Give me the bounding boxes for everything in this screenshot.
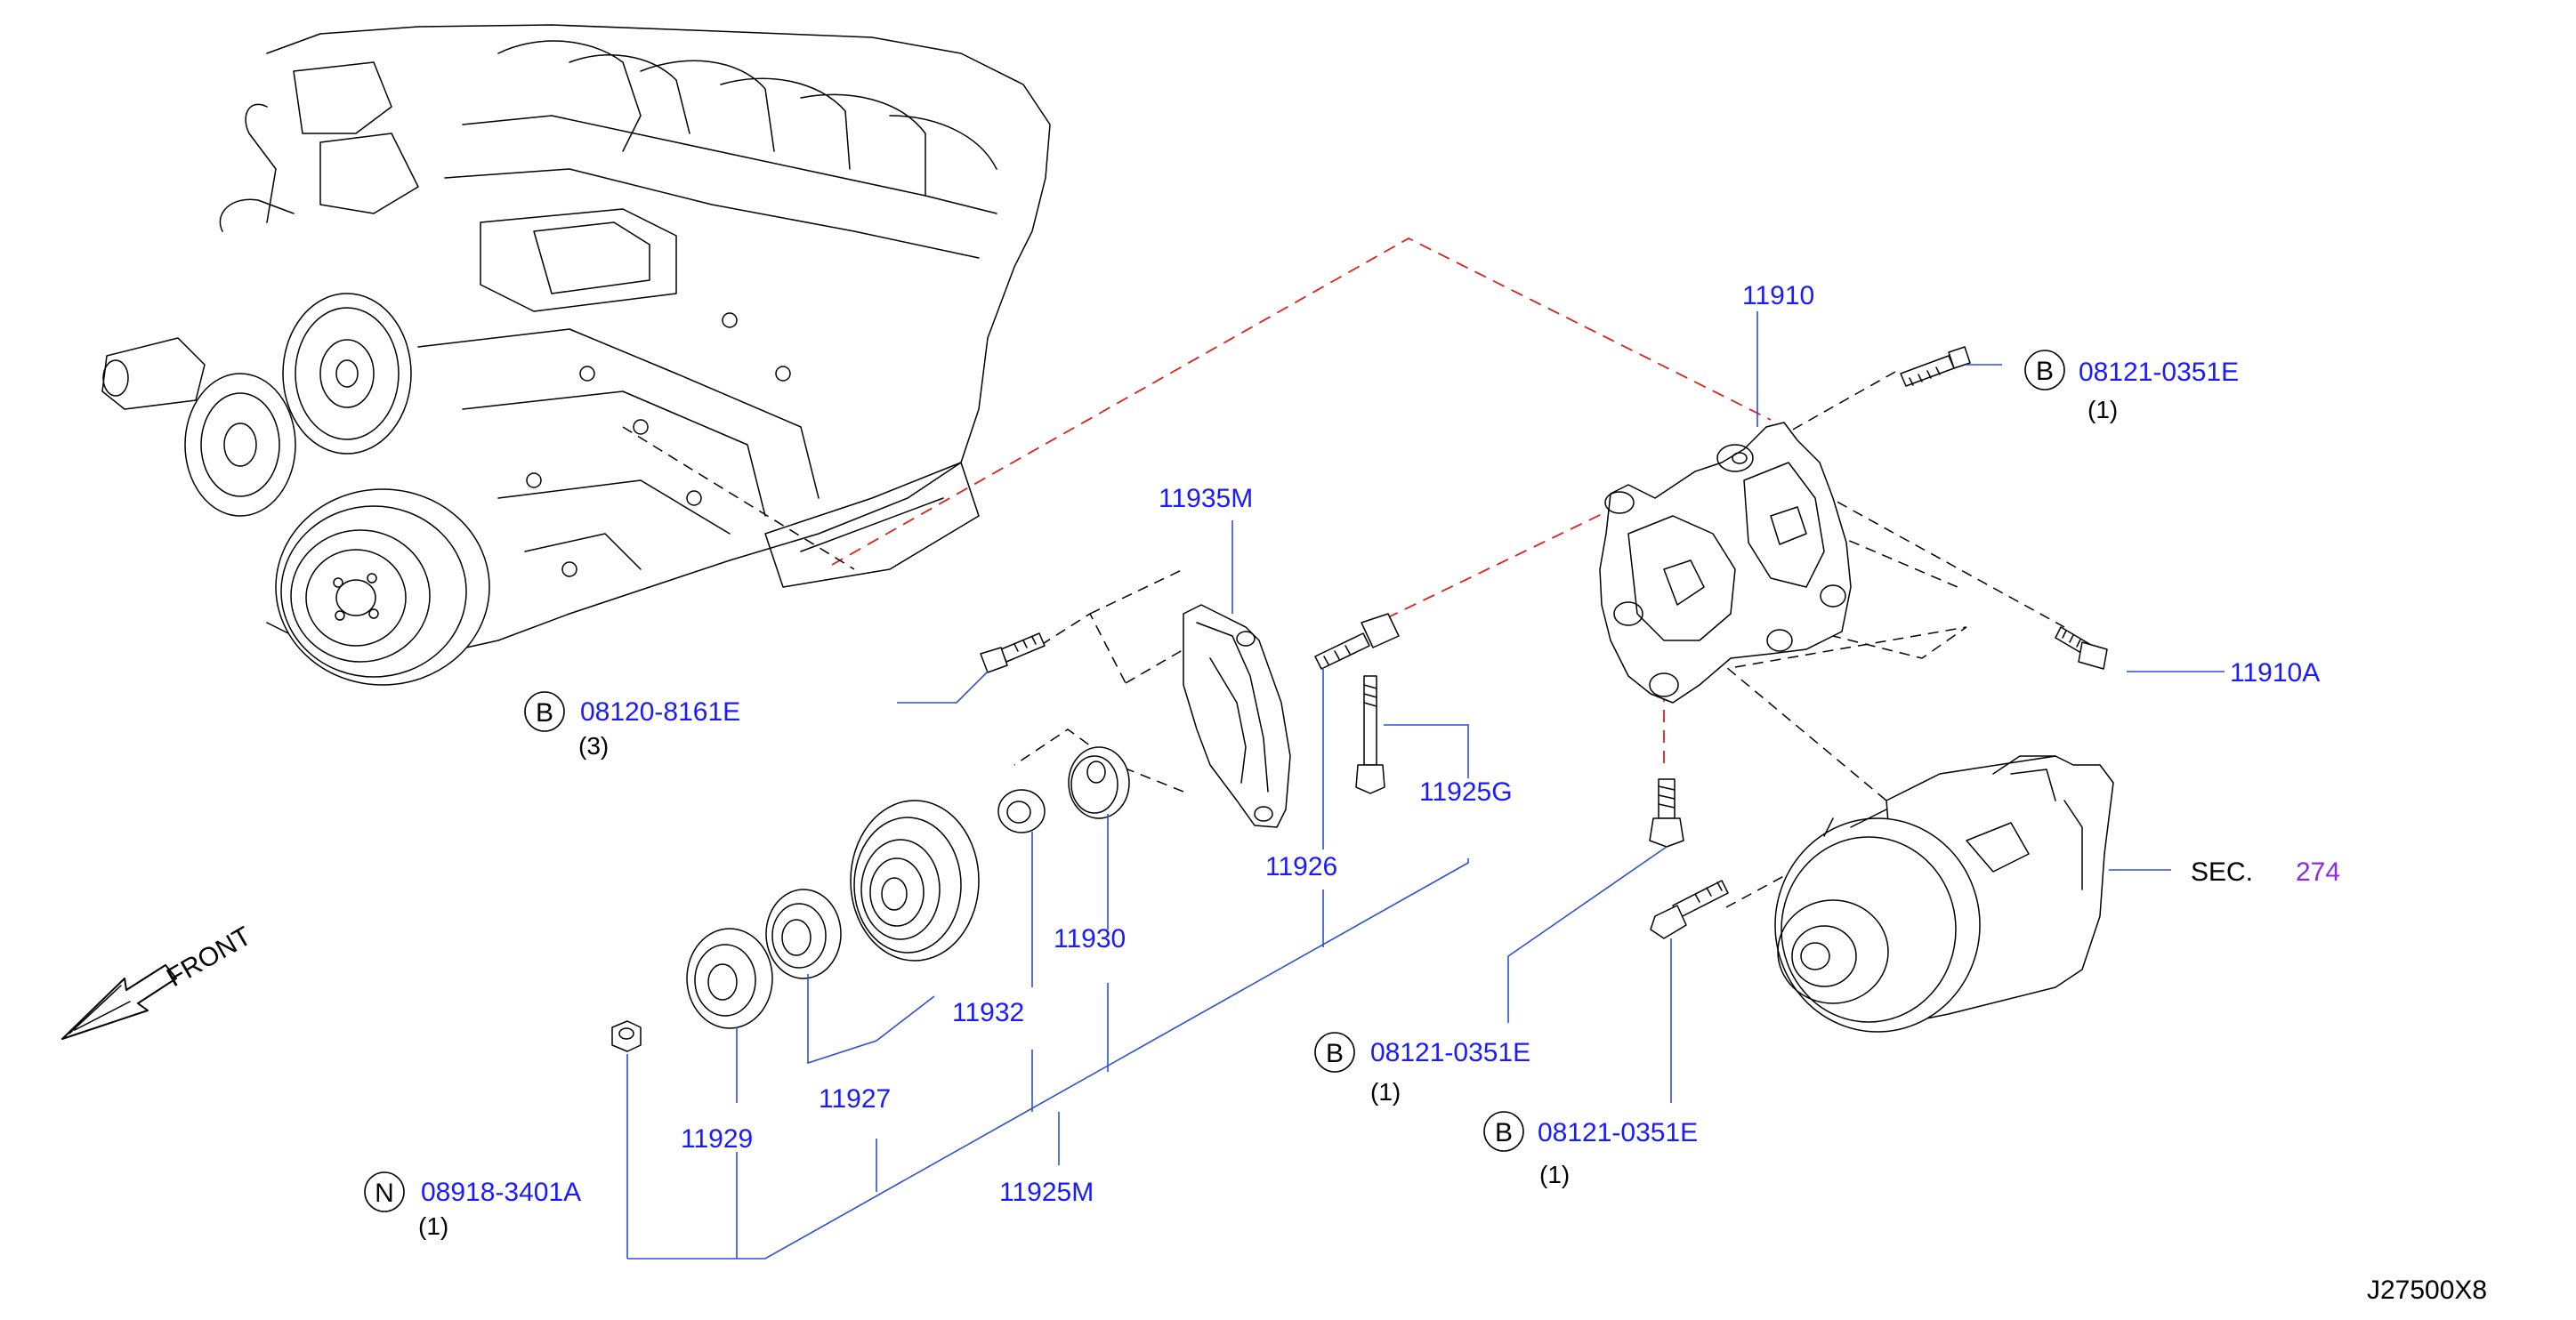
bolt-11926 bbox=[1314, 613, 1400, 670]
label-11926: 11926 bbox=[1265, 852, 1337, 881]
label-11910: 11910 bbox=[1742, 281, 1814, 310]
label-11929: 11929 bbox=[681, 1124, 753, 1154]
pulley-11927-large bbox=[850, 800, 980, 962]
label-engine-bolt-qty: (3) bbox=[578, 732, 609, 760]
bolt-11910a bbox=[2055, 626, 2108, 670]
bearing-11927-small bbox=[765, 889, 842, 979]
label-bolt-top-qty: (1) bbox=[2087, 396, 2118, 423]
marker-n-nut: N bbox=[375, 1179, 394, 1208]
label-nut-qty: (1) bbox=[418, 1212, 448, 1240]
front-direction-arrow: FRONT bbox=[61, 922, 256, 1040]
compressor-bracket-11910 bbox=[1599, 422, 1852, 704]
label-nut: 08918-3401A bbox=[421, 1178, 581, 1207]
diagram-code: J27500X8 bbox=[2367, 1276, 2487, 1305]
label-11932: 11932 bbox=[952, 998, 1024, 1027]
alignment-lines bbox=[622, 371, 2065, 908]
washer-11930 bbox=[1068, 746, 1130, 819]
ac-compressor bbox=[1774, 755, 2114, 1033]
label-11910a: 11910A bbox=[2230, 658, 2320, 688]
bolt-engine-side bbox=[980, 632, 1046, 673]
label-compressor-bolt-a: 08121-0351E bbox=[1370, 1038, 1530, 1067]
label-engine-bolt: 08120-8161E bbox=[580, 697, 740, 727]
bolt-bracket-top bbox=[1900, 346, 1971, 387]
label-11930: 11930 bbox=[1054, 924, 1126, 954]
label-sec-number: 274 bbox=[2296, 857, 2340, 887]
engine-illustration bbox=[101, 24, 1051, 686]
part-labels: 11910 08121-0351E (1) 11910A SEC. 274 11… bbox=[418, 281, 2487, 1305]
label-11925m: 11925M bbox=[999, 1178, 1094, 1207]
long-bolt-11925g bbox=[1355, 675, 1385, 794]
bolt-compressor-lower bbox=[1650, 880, 1729, 939]
label-11935m: 11935M bbox=[1159, 484, 1253, 513]
nut-08918-3401a bbox=[611, 1020, 642, 1052]
washer-11932 bbox=[997, 789, 1046, 833]
idler-cover-11935m bbox=[1183, 604, 1291, 828]
callout-markers: B B B B N bbox=[364, 350, 2065, 1212]
pulley-11929 bbox=[686, 928, 773, 1029]
label-compressor-bolt-b: 08121-0351E bbox=[1538, 1118, 1698, 1147]
bolt-compressor-upper bbox=[1649, 778, 1684, 848]
label-11925g: 11925G bbox=[1419, 777, 1513, 807]
label-bolt-top: 08121-0351E bbox=[2079, 358, 2239, 387]
label-11927: 11927 bbox=[819, 1084, 891, 1114]
marker-b-top: B bbox=[2036, 357, 2054, 386]
marker-b-compressor-b: B bbox=[1495, 1118, 1513, 1147]
label-sec: SEC. bbox=[2191, 857, 2253, 887]
label-compressor-bolt-b-qty: (1) bbox=[1539, 1161, 1570, 1188]
leader-lines bbox=[626, 311, 2225, 1260]
label-compressor-bolt-a-qty: (1) bbox=[1370, 1078, 1401, 1106]
marker-b-engine: B bbox=[536, 698, 553, 728]
front-label: FRONT bbox=[162, 922, 256, 993]
marker-b-compressor-a: B bbox=[1326, 1039, 1344, 1068]
mounting-lines-red bbox=[831, 237, 1772, 765]
